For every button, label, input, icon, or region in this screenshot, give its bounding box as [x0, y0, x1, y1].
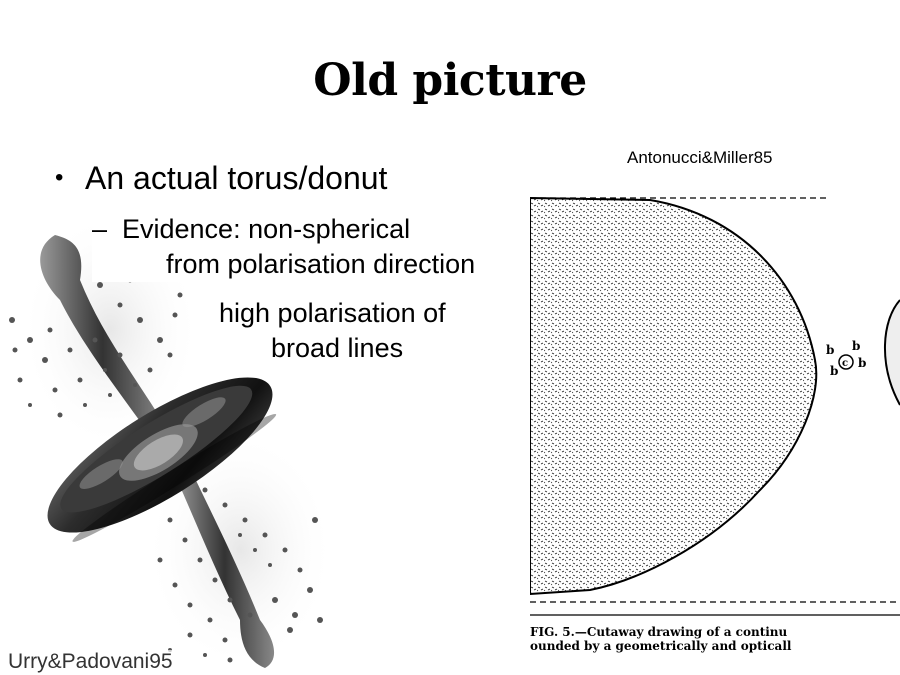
cutaway-drawing: b b b b c: [530, 196, 900, 616]
bullet-torus: • An actual torus/donut: [55, 160, 387, 197]
label-b-4: b: [830, 364, 838, 378]
label-c: c: [842, 358, 848, 369]
citation-antonucci-miller: Antonucci&Miller85: [627, 148, 773, 167]
polarisation-line2: broad lines: [271, 333, 404, 363]
figure-caption: FIG. 5.—Cutaway drawing of a continu oun…: [530, 625, 900, 657]
evidence-line1: Evidence: non-spherical: [122, 214, 411, 244]
caption-line2: ounded by a geometrically and opticall: [530, 639, 792, 653]
right-lobe-edge: [883, 299, 900, 406]
label-b-1: b: [826, 343, 834, 357]
obscuring-torus-lobe: [530, 196, 818, 596]
torus: [47, 377, 277, 542]
polarisation-note: high polarisation of broad lines: [200, 296, 446, 366]
sub-dash: –: [92, 214, 108, 244]
label-b-2: b: [852, 339, 860, 353]
bullet-dot: •: [55, 164, 64, 191]
lower-jet: [175, 468, 275, 668]
caption-line1: FIG. 5.—Cutaway drawing of a continu: [530, 625, 788, 639]
evidence-line2: from polarisation direction: [166, 249, 476, 279]
citation-urry-padovani: Urry&Padovani95: [8, 650, 173, 674]
evidence-subbullet: –Evidence: non-spherical from polarisati…: [92, 212, 476, 282]
nucleus-marker: b b b b c: [826, 339, 866, 378]
torus-jet-illustration: [9, 220, 335, 670]
polarisation-line1: high polarisation of: [219, 298, 446, 328]
cloud-dots: [9, 272, 323, 663]
bullet-text: An actual torus/donut: [85, 160, 388, 196]
slide-title: Old picture: [313, 55, 587, 106]
label-b-3: b: [858, 356, 866, 370]
